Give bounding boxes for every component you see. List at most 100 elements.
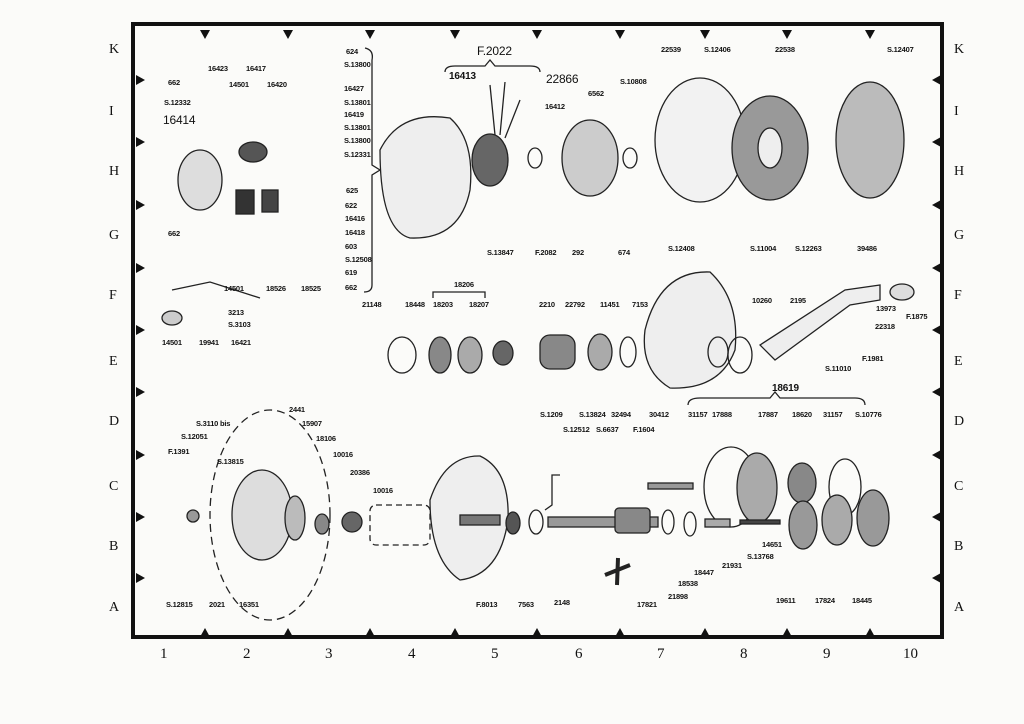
part-number-label: 2148 bbox=[554, 598, 570, 607]
part-number-label: F.1981 bbox=[862, 354, 884, 363]
ignition-coil bbox=[238, 141, 268, 163]
part-number-label: 18445 bbox=[852, 596, 872, 605]
bearing-a bbox=[457, 336, 483, 374]
part-number-label: 16414 bbox=[163, 113, 196, 127]
shaft-body bbox=[614, 507, 651, 534]
part-number-label: 292 bbox=[572, 248, 584, 257]
marker-left-icon bbox=[136, 325, 145, 335]
marker-top-icon bbox=[200, 30, 210, 39]
grid-column-1: 1 bbox=[160, 646, 168, 662]
marker-left-icon bbox=[136, 137, 145, 147]
part-number-label: 20386 bbox=[350, 468, 370, 477]
part-number-label: 662 bbox=[345, 283, 357, 292]
engine-housing-right bbox=[643, 271, 737, 389]
stator-plate bbox=[177, 149, 223, 211]
marker-top-icon bbox=[283, 30, 293, 39]
grid-column-7: 7 bbox=[657, 646, 665, 662]
part-number-label: 15907 bbox=[302, 419, 322, 428]
marker-top-icon bbox=[615, 30, 625, 39]
part-number-label: S.3110 bis bbox=[196, 419, 231, 428]
part-number-label: S.12512 bbox=[563, 425, 590, 434]
part-number-label: 31157 bbox=[823, 410, 843, 419]
part-number-label: 7153 bbox=[632, 300, 648, 309]
gear-3 bbox=[856, 489, 890, 547]
grid-row-k-right: K bbox=[954, 42, 965, 57]
bracket-bottom-left bbox=[171, 281, 261, 299]
part-number-label: 22318 bbox=[875, 322, 895, 331]
part-number-label: 674 bbox=[618, 248, 630, 257]
marker-top-icon bbox=[700, 30, 710, 39]
marker-right-icon bbox=[932, 450, 941, 460]
part-number-label: S.10808 bbox=[620, 77, 647, 86]
part-number-label: 13973 bbox=[876, 304, 896, 313]
part-number-label: 16427 bbox=[344, 84, 364, 93]
part-number-label: 10260 bbox=[752, 296, 772, 305]
part-number-label: 16351 bbox=[239, 600, 259, 609]
bolt bbox=[739, 519, 781, 525]
grid-row-c-right: C bbox=[954, 479, 964, 494]
stator-wires bbox=[489, 81, 521, 139]
marker-bottom-icon bbox=[532, 628, 542, 637]
part-number-label: S.12331 bbox=[344, 150, 371, 159]
diagram-frame bbox=[131, 22, 944, 639]
bracket-shaft bbox=[544, 474, 560, 511]
part-number-label: 18620 bbox=[792, 410, 812, 419]
part-number-label: 16423 bbox=[208, 64, 228, 73]
oil-seal bbox=[314, 513, 330, 535]
grid-row-i-left: I bbox=[109, 104, 114, 119]
part-number-label: S.13824 bbox=[579, 410, 606, 419]
grid-row-g-left: G bbox=[109, 228, 120, 243]
gear-ring bbox=[428, 336, 452, 374]
cover bbox=[835, 81, 905, 199]
part-number-label: 18448 bbox=[405, 300, 425, 309]
bracket-18206 bbox=[432, 291, 486, 298]
part-number-label: 7563 bbox=[518, 600, 534, 609]
part-number-label: 624 bbox=[346, 47, 358, 56]
circlip-b bbox=[661, 509, 675, 535]
marker-right-icon bbox=[932, 200, 941, 210]
grid-column-5: 5 bbox=[491, 646, 499, 662]
part-number-label: 22538 bbox=[775, 45, 795, 54]
part-number-label: 16412 bbox=[545, 102, 565, 111]
part-number-label: S.3103 bbox=[228, 320, 251, 329]
bracket-18619 bbox=[687, 390, 866, 406]
marker-right-icon bbox=[932, 137, 941, 147]
part-number-label: S.13847 bbox=[487, 248, 514, 257]
marker-bottom-icon bbox=[365, 628, 375, 637]
grid-row-g-right: G bbox=[954, 228, 965, 243]
part-number-label: F.2082 bbox=[535, 248, 557, 257]
grid-row-e-left: E bbox=[109, 354, 118, 369]
grid-column-6: 6 bbox=[575, 646, 583, 662]
part-number-label: 16419 bbox=[344, 110, 364, 119]
part-number-label: S.12406 bbox=[704, 45, 731, 54]
part-number-label: 3213 bbox=[228, 308, 244, 317]
part-number-label: F.1875 bbox=[906, 312, 928, 321]
part-number-label: 16421 bbox=[231, 338, 251, 347]
marker-left-icon bbox=[136, 263, 145, 273]
part-number-label: S.12263 bbox=[795, 244, 822, 253]
spring bbox=[587, 333, 613, 371]
part-number-label: 662 bbox=[168, 229, 180, 238]
pin bbox=[704, 518, 731, 528]
part-number-label: 22539 bbox=[661, 45, 681, 54]
grid-row-c-left: C bbox=[109, 479, 119, 494]
grid-row-d-right: D bbox=[954, 414, 965, 429]
marker-left-icon bbox=[136, 75, 145, 85]
grid-row-b-right: B bbox=[954, 539, 964, 554]
marker-top-icon bbox=[782, 30, 792, 39]
part-number-label: S.12407 bbox=[887, 45, 914, 54]
part-number-label: 14501 bbox=[162, 338, 182, 347]
part-number-label: 31157 bbox=[688, 410, 708, 419]
part-number-label: 16420 bbox=[267, 80, 287, 89]
part-number-label: 21931 bbox=[722, 561, 742, 570]
part-number-label: 17887 bbox=[758, 410, 778, 419]
marker-top-icon bbox=[532, 30, 542, 39]
part-number-label: 18206 bbox=[454, 280, 474, 289]
part-number-label: S.12508 bbox=[345, 255, 372, 264]
part-number-label: 39486 bbox=[857, 244, 877, 253]
part-number-label: S.13800 bbox=[344, 60, 371, 69]
bearing-b bbox=[492, 340, 514, 366]
grid-row-e-right: E bbox=[954, 354, 963, 369]
part-number-label: S.6637 bbox=[596, 425, 619, 434]
